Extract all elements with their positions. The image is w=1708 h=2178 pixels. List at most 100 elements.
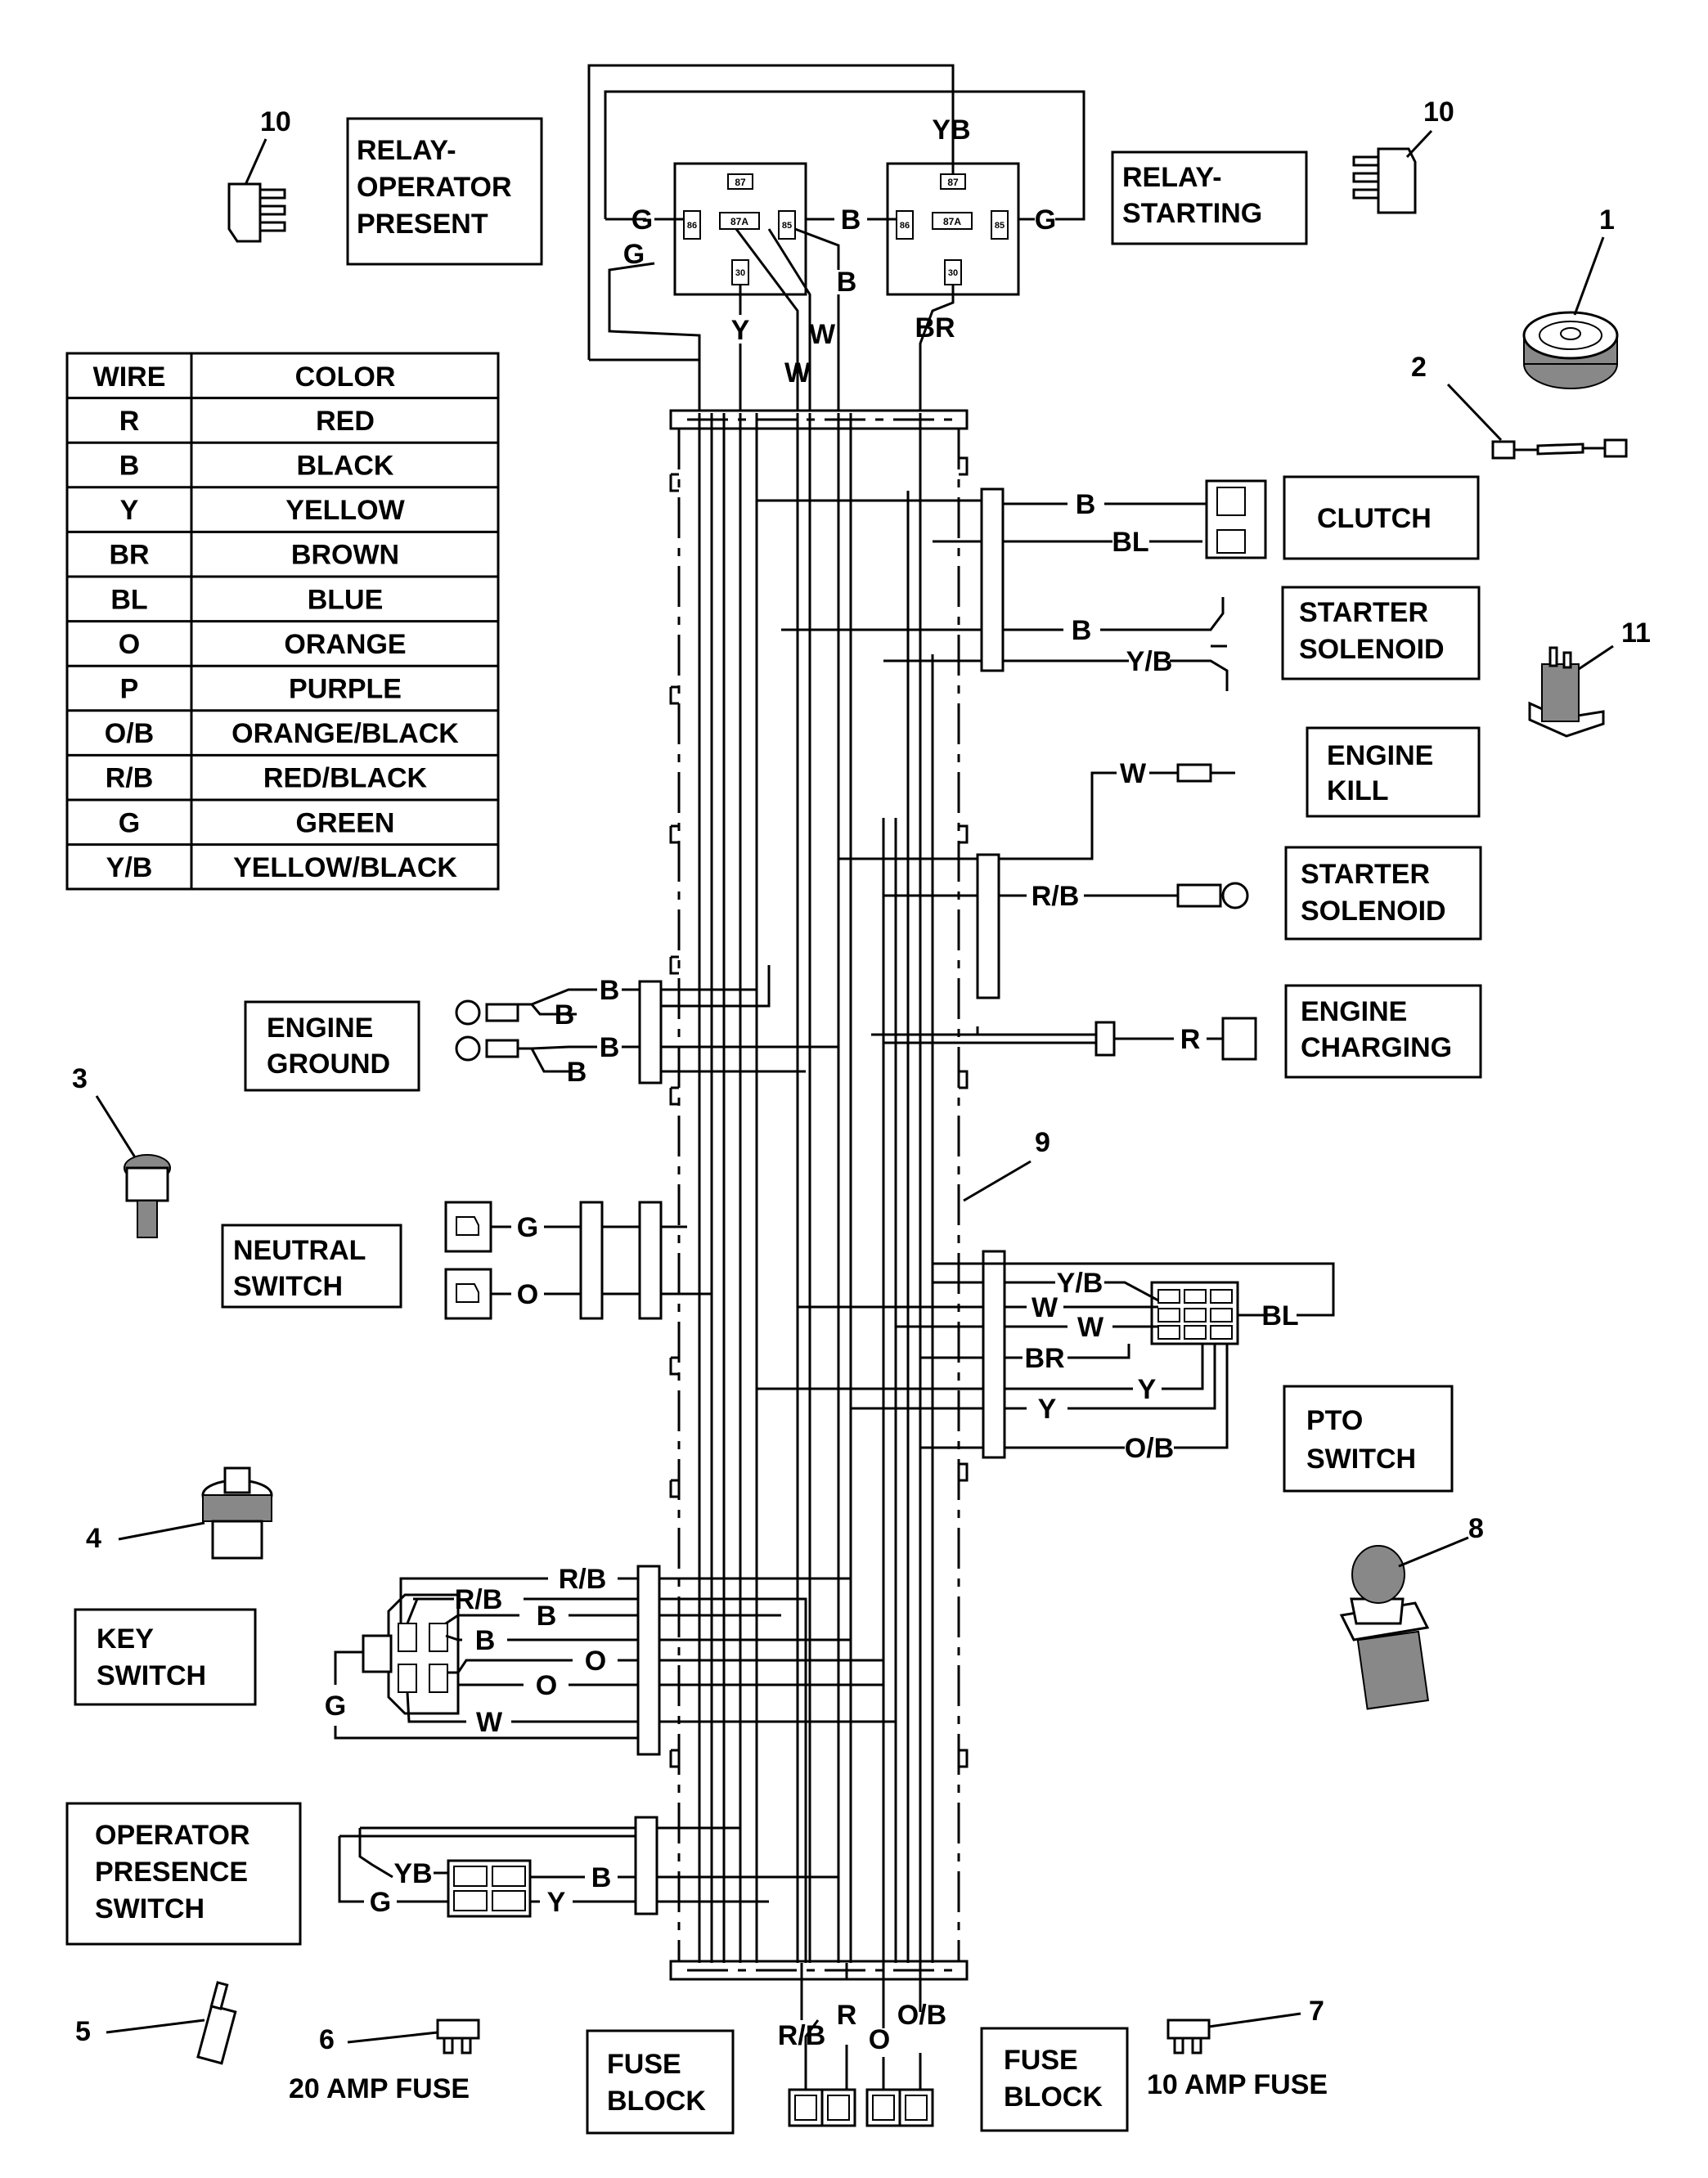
clutch-label: CLUTCH	[1283, 475, 1480, 560]
table-cell-color: GREEN	[296, 807, 395, 838]
wire-label-b-clutch: B	[1076, 489, 1096, 520]
callout-7: 7	[1309, 1996, 1324, 2027]
wire-label-bl-pto: BL	[1261, 1300, 1298, 1331]
table-cell-wire: Y/B	[106, 852, 153, 883]
relay-operator-present-label: RELAY- OPERATOR PRESENT	[346, 117, 543, 266]
wire-label-rb-starter: R/B	[1032, 881, 1080, 912]
starter-solenoid-2-wiring	[883, 853, 1249, 999]
starter-solenoid-1-label: STARTER SOLENOID	[1281, 586, 1481, 680]
relay1-pin-30: 30	[735, 268, 745, 278]
wire-label-ob-pto: O/B	[1125, 1433, 1174, 1464]
relay1-pin-85: 85	[782, 221, 792, 231]
table-cell-wire: O/B	[105, 718, 154, 749]
callout-10-right: 10	[1423, 97, 1454, 128]
starter-solenoid-1-line2: SOLENOID	[1299, 634, 1445, 665]
engine-charging-wiring	[871, 1017, 1257, 1061]
callout-1: 1	[1599, 204, 1615, 236]
fuse-10-icon	[1166, 2012, 1301, 2055]
fuse-block-1-line2: BLOCK	[607, 2086, 706, 2117]
main-harness	[669, 409, 969, 1981]
fuse-block-2-line2: BLOCK	[1004, 2081, 1103, 2113]
engine-charging-label: ENGINE CHARGING	[1284, 984, 1482, 1079]
engine-ground-line2: GROUND	[267, 1049, 390, 1080]
wire-label-g-key: G	[325, 1691, 346, 1722]
table-cell-wire: B	[119, 451, 140, 482]
callout-9-leader	[963, 1160, 1032, 1202]
wire-label-w-relay2: W	[784, 357, 811, 388]
table-cell-color: RED	[316, 406, 375, 437]
table-cell-color: ORANGE/BLACK	[231, 718, 459, 749]
callout-11: 11	[1621, 617, 1651, 649]
relay-operator-line1: RELAY-	[357, 135, 456, 166]
pto-switch-line1: PTO	[1306, 1405, 1363, 1436]
wire-label-w-kill: W	[1120, 758, 1147, 789]
wire-label-rb-key1: R/B	[559, 1564, 607, 1595]
wire-label-g-op: G	[370, 1887, 391, 1918]
wire-label-o-fuse: O	[869, 2024, 890, 2055]
table-cell-wire: R	[119, 406, 140, 437]
table-cell-wire: Y	[120, 495, 139, 526]
table-cell-color: BLUE	[308, 584, 384, 615]
key-switch-line2: SWITCH	[97, 1660, 206, 1691]
neutral-switch-label: NEUTRAL SWITCH	[221, 1224, 402, 1309]
engine-ground-wiring	[455, 965, 838, 1085]
relay1-pin-87: 87	[735, 177, 746, 188]
relay-wiring	[587, 64, 1085, 413]
clutch-lead-icon	[1446, 383, 1628, 460]
wire-label-ob-fuse: O/B	[897, 2000, 946, 2031]
callout-3: 3	[72, 1063, 88, 1094]
wire-label-y-relay: Y	[731, 315, 750, 346]
callout-6: 6	[319, 2024, 335, 2055]
key-switch-line1: KEY	[97, 1623, 154, 1655]
engine-charging-line2: CHARGING	[1301, 1032, 1452, 1063]
wire-label-g-neutral: G	[517, 1212, 538, 1243]
solenoid-icon	[1528, 644, 1614, 738]
operator-switch-icon	[106, 1981, 237, 2065]
wire-label-y-op: Y	[547, 1887, 566, 1918]
fuse-block-1-line1: FUSE	[607, 2049, 681, 2080]
relay2-pin-87a: 87A	[943, 216, 961, 227]
wire-label-b-relay-mid: B	[841, 204, 861, 236]
wire-label-r-charging: R	[1180, 1024, 1201, 1055]
clutch-icon	[1522, 236, 1619, 389]
wire-label-bl-clutch: BL	[1112, 527, 1148, 558]
wire-label-b-key2: B	[475, 1625, 496, 1656]
wire-label-b-gnd4: B	[567, 1057, 587, 1088]
neutral-switch-icon	[95, 1095, 171, 1238]
relay2-pin-85: 85	[995, 221, 1005, 231]
wire-label-b-gnd1: B	[600, 975, 620, 1006]
relay2-pin-30: 30	[948, 268, 958, 278]
operator-presence-line1: OPERATOR	[95, 1820, 250, 1851]
table-cell-wire: G	[119, 807, 140, 838]
table-header-color: COLOR	[295, 362, 396, 393]
relay2-pin-86: 86	[900, 221, 910, 231]
table-cell-color: BLACK	[297, 451, 394, 482]
relay-operator-line3: PRESENT	[357, 209, 488, 240]
relay-operator-present-diagram: 87 87A 86 85 30	[673, 162, 807, 296]
relay-starting-line1: RELAY-	[1122, 162, 1222, 193]
fuse-block-2-line1: FUSE	[1004, 2045, 1078, 2076]
table-cell-wire: P	[120, 674, 139, 705]
wire-label-yb-top: YB	[932, 115, 970, 146]
table-cell-wire: BR	[109, 540, 149, 571]
wire-label-o-key1: O	[585, 1646, 606, 1677]
starter-solenoid-1-line1: STARTER	[1299, 597, 1428, 628]
table-header-wire: WIRE	[93, 362, 166, 393]
relay-icon-right	[1352, 129, 1433, 214]
starter-solenoid-2-line2: SOLENOID	[1301, 896, 1446, 927]
relay1-pin-87a: 87A	[730, 216, 748, 227]
key-switch-label: KEY SWITCH	[74, 1608, 257, 1706]
starter-solenoid-wiring	[781, 597, 1229, 691]
neutral-switch-line2: SWITCH	[233, 1271, 343, 1302]
table-cell-color: PURPLE	[289, 674, 402, 705]
wire-label-y-pto1: Y	[1138, 1374, 1157, 1405]
table-cell-color: ORANGE	[284, 629, 406, 660]
callout-2: 2	[1411, 352, 1427, 383]
relay-starting-line2: STARTING	[1122, 198, 1262, 229]
table-cell-color: YELLOW/BLACK	[233, 852, 457, 883]
wire-label-g-relay-right: G	[1035, 204, 1056, 236]
wire-label-g-relay-left2: G	[623, 239, 645, 270]
relay2-pin-87: 87	[947, 177, 959, 188]
wire-label-br-relay: BR	[915, 312, 955, 344]
